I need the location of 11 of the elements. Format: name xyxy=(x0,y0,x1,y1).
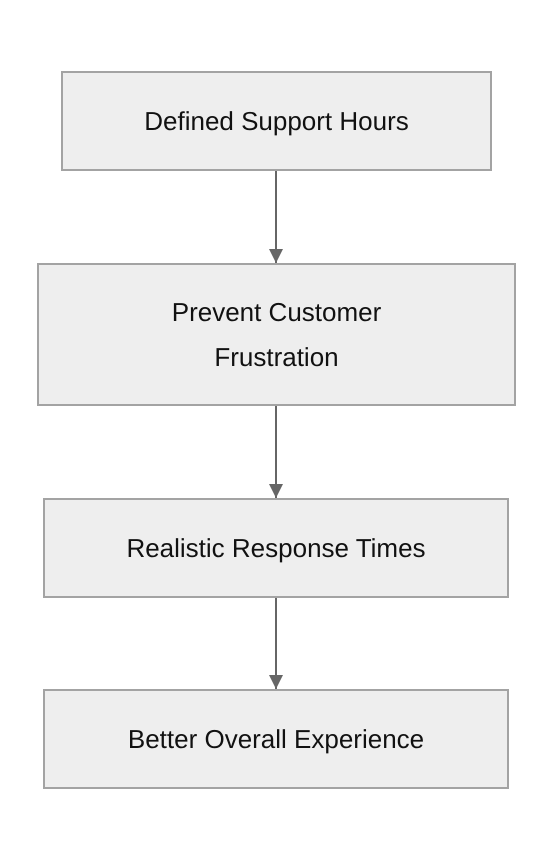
box-label: Defined Support Hours xyxy=(144,104,409,138)
box-label: Realistic Response Times xyxy=(126,532,426,564)
process-box xyxy=(43,498,509,598)
process-box xyxy=(37,263,516,406)
arrow xyxy=(269,171,283,263)
box-label: Prevent Customer Frustration xyxy=(170,296,382,374)
arrow xyxy=(269,598,283,689)
arrow xyxy=(269,406,283,498)
box-label: Better Overall Experience xyxy=(128,722,424,756)
process-box xyxy=(61,71,492,171)
process-box xyxy=(43,689,509,789)
